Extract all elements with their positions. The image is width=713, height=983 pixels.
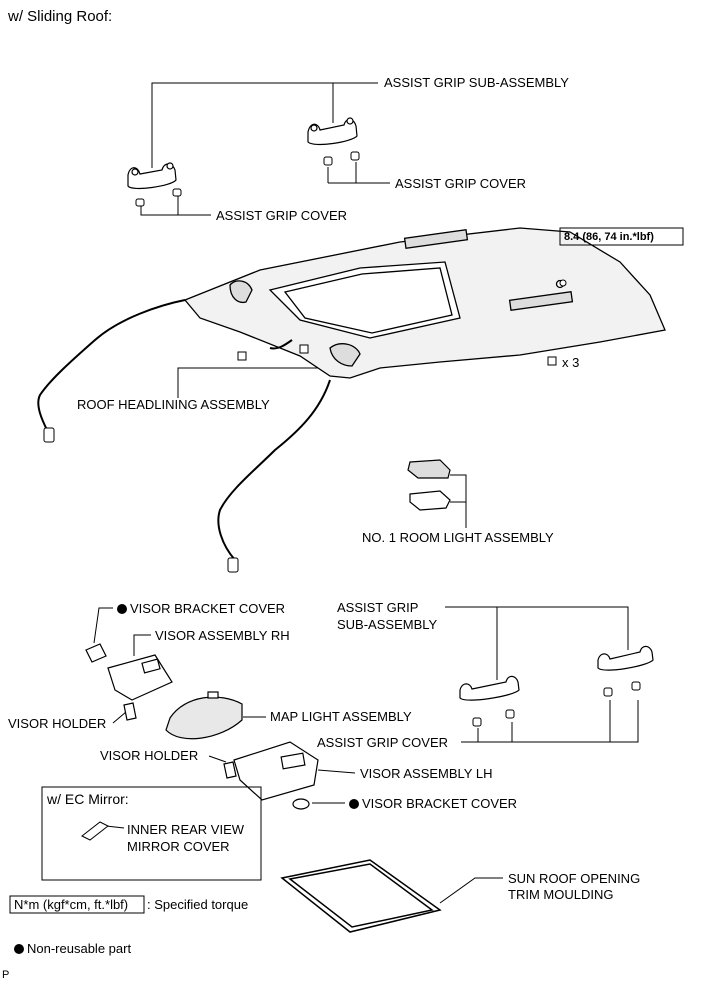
map-light	[165, 691, 243, 740]
leader-assist-grip-sub-bottom	[445, 606, 629, 650]
assist-grip-top-right	[307, 117, 358, 146]
label-sun-roof-2: TRIM MOULDING	[508, 887, 614, 902]
label-visor-holder-left: VISOR HOLDER	[8, 716, 107, 731]
bolt-icon	[547, 279, 567, 366]
label-x3: x 3	[562, 355, 580, 370]
label-assist-grip-sub-bottom-2: SUB-ASSEMBLY	[337, 617, 438, 632]
leader-assist-grip-sub-top	[151, 82, 378, 168]
label-assist-grip-sub-top: ASSIST GRIP SUB-ASSEMBLY	[384, 75, 569, 90]
label-assist-grip-cover-top-left: ASSIST GRIP COVER	[216, 208, 348, 223]
assist-grip-cover-bottom-right-parts	[603, 681, 641, 697]
label-map-light: MAP LIGHT ASSEMBLY	[270, 709, 412, 724]
ec-mirror-title: w/ EC Mirror:	[47, 791, 129, 807]
legend-torque-text: : Specified torque	[147, 897, 249, 912]
assist-grip-cover-top-left-parts	[135, 188, 182, 207]
assist-grip-bottom-left	[459, 675, 520, 701]
label-visor-bracket-cover-top-text: VISOR BRACKET COVER	[130, 601, 286, 616]
non-reusable-icon	[14, 944, 24, 954]
label-room-light: NO. 1 ROOM LIGHT ASSEMBLY	[362, 530, 554, 545]
legend-nonreusable-text: Non-reusable part	[27, 941, 132, 956]
assist-grip-cover-bottom-left-parts	[472, 709, 515, 727]
wire-harness	[37, 299, 331, 561]
assist-grip-top-left	[127, 162, 177, 190]
roof-headlining	[183, 227, 666, 379]
non-reusable-icon	[349, 799, 359, 809]
leader-assist-grip-cover-bottom	[461, 700, 639, 743]
leader-visor-holder-left	[112, 711, 127, 724]
label-visor-assembly-rh: VISOR ASSEMBLY RH	[155, 628, 290, 643]
non-reusable-icon	[117, 604, 127, 614]
label-visor-bracket-cover-bottom-text: VISOR BRACKET COVER	[362, 796, 518, 811]
legend-torque-box	[9, 895, 145, 914]
leader-visor-lh	[317, 769, 356, 774]
wire-connectors	[43, 344, 309, 573]
inner-mirror-cover	[81, 821, 109, 841]
visor-lh	[223, 741, 319, 810]
label-visor-bracket-cover-bottom: VISOR BRACKET COVER	[349, 796, 517, 811]
leader-roof-headlining	[177, 367, 332, 398]
assist-grip-bottom-right	[597, 645, 654, 671]
label-sun-roof-1: SUN ROOF OPENING	[508, 871, 641, 886]
leader-assist-grip-cover-top-right	[355, 162, 390, 184]
label-torque: 8.4 (86, 74 in.*lbf)	[564, 231, 654, 243]
label-visor-holder-mid: VISOR HOLDER	[100, 748, 199, 763]
leader-room-light	[450, 474, 467, 528]
label-inner-mirror-1: INNER REAR VIEW	[127, 822, 245, 837]
label-assist-grip-sub-bottom-1: ASSIST GRIP	[337, 600, 419, 615]
ec-mirror-box	[41, 786, 262, 881]
legend-torque-unit: N*m (kgf*cm, ft.*lbf)	[14, 897, 129, 912]
leader-visor-holder-mid	[208, 755, 227, 763]
leader-visor-rh	[133, 634, 151, 656]
label-roof-headlining: ROOF HEADLINING ASSEMBLY	[77, 397, 270, 412]
page-title: w/ Sliding Roof:	[8, 8, 113, 25]
sun-roof-trim	[280, 859, 442, 933]
corner-mark: P	[2, 969, 10, 981]
assist-grip-cover-top-right-parts	[323, 151, 360, 166]
legend-nonreusable: Non-reusable part	[14, 941, 131, 956]
label-assist-grip-cover-bottom: ASSIST GRIP COVER	[317, 735, 449, 750]
leader-assist-grip-cover-top-left	[140, 205, 211, 216]
visor-rh	[85, 643, 173, 721]
room-light	[407, 459, 451, 511]
label-assist-grip-cover-top-right: ASSIST GRIP COVER	[395, 176, 527, 191]
leader-sun-roof	[439, 877, 503, 904]
leader-inner-mirror	[105, 825, 125, 829]
leader-visor-bracket-top	[93, 607, 113, 644]
label-visor-bracket-cover-top: VISOR BRACKET COVER	[117, 601, 285, 616]
torque-box	[559, 227, 684, 246]
label-visor-assembly-lh: VISOR ASSEMBLY LH	[360, 766, 493, 781]
label-inner-mirror-2: MIRROR COVER	[127, 839, 230, 854]
